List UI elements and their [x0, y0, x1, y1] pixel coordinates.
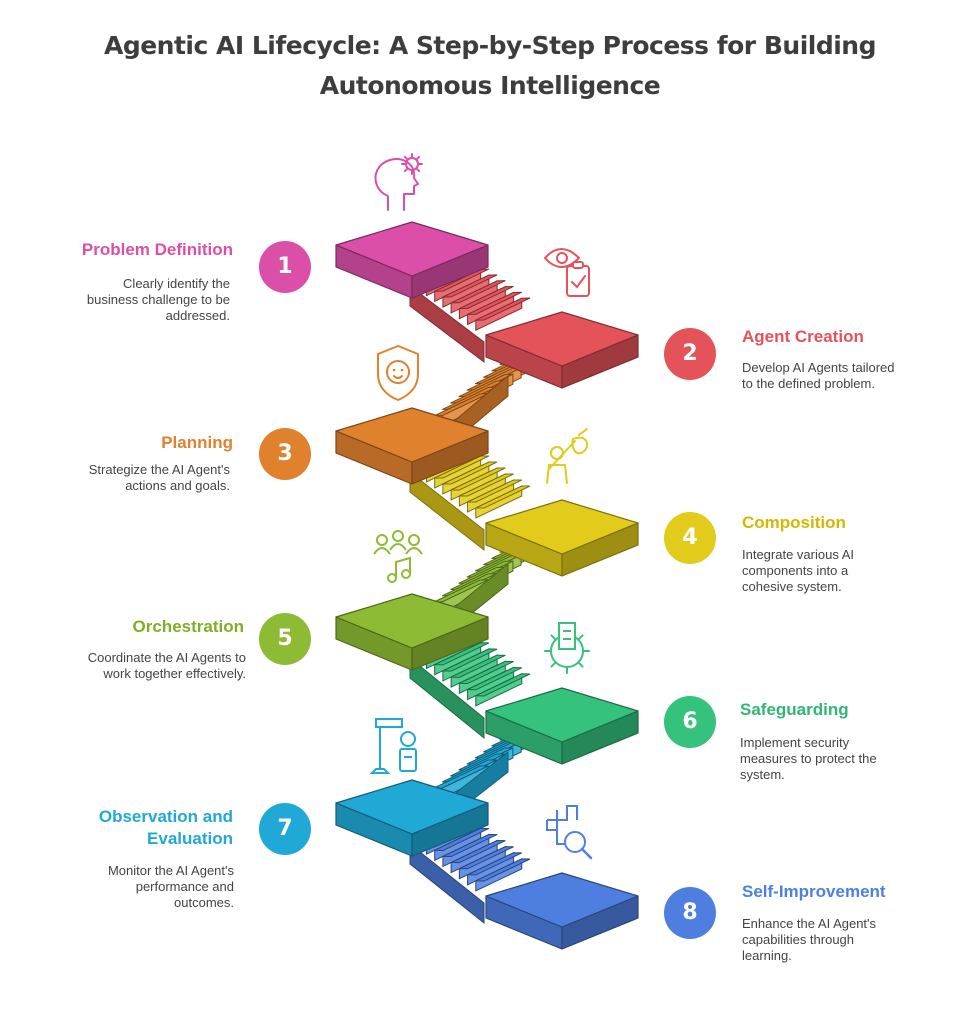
- step-2-desc-line: to the defined problem.: [742, 376, 875, 391]
- landing-step-8: [485, 872, 639, 950]
- step-8-desc-line: learning.: [742, 948, 792, 963]
- step-6-title: Safeguarding: [740, 700, 849, 719]
- blocks-magnifier-icon: [546, 805, 593, 860]
- step-6-badge: 6: [664, 696, 716, 748]
- step-8-description: Enhance the AI Agent's capabilities thro…: [742, 916, 942, 964]
- step-7-desc-line: performance and: [135, 879, 234, 894]
- step-8-desc-line: Enhance the AI Agent's: [742, 916, 877, 931]
- step-2-description: Develop AI Agents tailored to the define…: [742, 360, 942, 392]
- landing-step-2: [485, 311, 639, 389]
- step-5-title: Orchestration: [132, 617, 244, 636]
- eye-clipboard-icon: [543, 248, 590, 297]
- step-6-description: Implement security measures to protect t…: [740, 735, 940, 783]
- step-5-badge: 5: [259, 613, 311, 665]
- step-3-title: Planning: [161, 433, 233, 452]
- gear-building-icon: [544, 622, 590, 674]
- shield-face-icon: [377, 345, 419, 401]
- step-8-badge: 8: [664, 887, 716, 939]
- step-3-description: Strategize the AI Agent's actions and go…: [40, 462, 230, 494]
- landing-step-7: [335, 779, 489, 857]
- landing-step-4: [485, 499, 639, 577]
- step-7-title: Observation and Evaluation: [40, 806, 233, 850]
- step-6-desc-line: system.: [740, 767, 785, 782]
- step-1-desc-line: addressed.: [165, 308, 230, 323]
- step-2-badge: 2: [664, 328, 716, 380]
- page-title-line-1: Agentic AI Lifecycle: A Step-by-Step Pro…: [103, 31, 877, 60]
- group-music-icon: [373, 530, 423, 583]
- step-4-title: Composition: [742, 513, 846, 532]
- step-2-title: Agent Creation: [742, 327, 864, 346]
- person-bag-icon: [546, 428, 589, 484]
- step-4-desc-line: Integrate various AI: [742, 547, 855, 562]
- landing-step-6: [485, 687, 639, 765]
- step-1-description: Clearly identify the business challenge …: [40, 276, 230, 324]
- step-7-description: Monitor the AI Agent's performance and o…: [40, 863, 234, 911]
- step-3-badge: 3: [259, 428, 311, 480]
- step-4-badge: 4: [664, 512, 716, 564]
- step-7-badge: 7: [259, 803, 311, 855]
- step-5-description: Coordinate the AI Agents to work togethe…: [40, 650, 246, 682]
- step-4-desc-line: cohesive system.: [742, 579, 842, 594]
- step-8-title: Self-Improvement: [742, 882, 886, 901]
- step-1-desc-line: Clearly identify the: [123, 276, 230, 291]
- head-gear-icon: [374, 153, 423, 211]
- step-7-desc-line: Monitor the AI Agent's: [107, 863, 234, 878]
- step-7-title-line: Evaluation: [147, 829, 233, 848]
- step-8-desc-line: capabilities through: [742, 932, 855, 947]
- step-5-desc-line: work together effectively.: [103, 666, 246, 681]
- step-3-desc-line: Strategize the AI Agent's: [88, 462, 230, 477]
- step-4-description: Integrate various AI components into a c…: [742, 547, 942, 595]
- step-3-desc-line: actions and goals.: [125, 478, 230, 493]
- step-7-desc-line: outcomes.: [174, 895, 234, 910]
- page-title: Agentic AI Lifecycle: A Step-by-Step Pro…: [90, 26, 890, 106]
- robot-arm-icon: [369, 718, 417, 774]
- step-1-badge: 1: [259, 241, 311, 293]
- step-7-title-line: Observation and: [98, 807, 233, 826]
- step-1-desc-line: business challenge to be: [86, 292, 230, 307]
- landing-step-3: [335, 407, 489, 485]
- step-2-desc-line: Develop AI Agents tailored: [742, 360, 895, 375]
- step-6-desc-line: Implement security: [740, 735, 850, 750]
- landing-step-5: [335, 593, 489, 671]
- landing-step-1: [335, 221, 489, 299]
- page-title-line-2: Autonomous Intelligence: [319, 71, 661, 100]
- step-1-title: Problem Definition: [81, 240, 233, 259]
- step-5-desc-line: Coordinate the AI Agents to: [87, 650, 246, 665]
- step-6-desc-line: measures to protect the: [740, 751, 877, 766]
- step-4-desc-line: components into a: [742, 563, 849, 578]
